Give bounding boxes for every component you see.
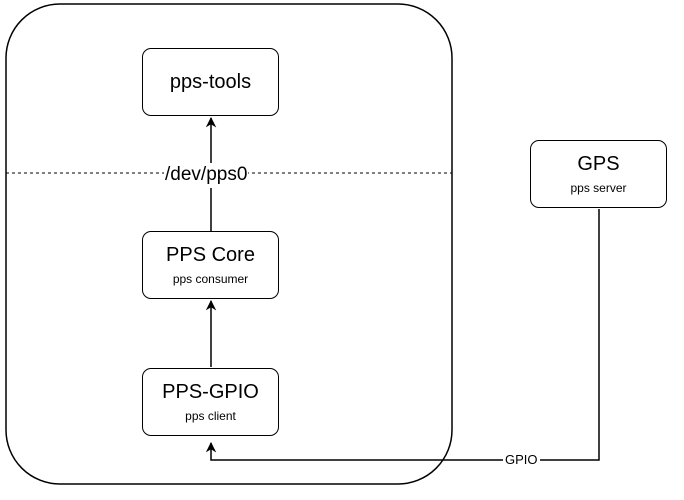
device-label: /dev/pps0 [164,164,249,185]
gps-subtitle: pps server [570,181,627,195]
pps-core-subtitle: pps consumer [172,272,249,286]
pps-gpio-subtitle: pps client [185,409,236,423]
gps-box[interactable]: GPS pps server [530,140,667,208]
system-boundary [5,3,453,485]
pps-tools-box[interactable]: pps-tools [142,48,279,116]
pps-gpio-title: PPS-GPIO [162,381,259,403]
pps-core-box[interactable]: PPS Core pps consumer [142,231,279,299]
gps-title: GPS [577,153,620,175]
pps-gpio-box[interactable]: PPS-GPIO pps client [142,368,279,436]
pps-core-title: PPS Core [166,244,255,266]
gpio-connector [205,209,600,461]
pps-tools-title: pps-tools [169,71,252,93]
gpio-label: GPIO [503,452,540,467]
